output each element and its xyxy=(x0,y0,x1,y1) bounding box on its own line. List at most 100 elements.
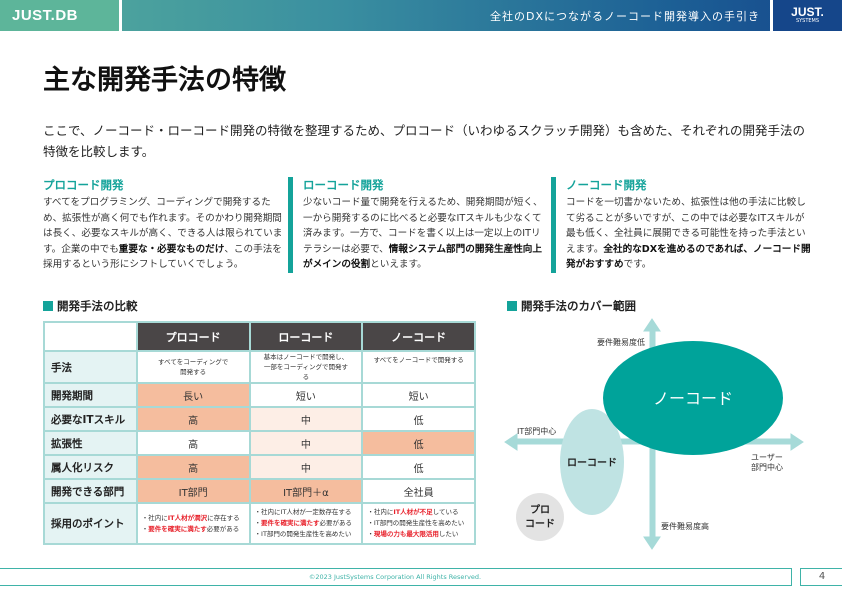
intro-text: ここで、ノーコード・ローコード開発の特徴を整理するため、プロコード（いわゆるスク… xyxy=(43,123,806,159)
point: ・要件を確実に満たす必要がある xyxy=(255,518,362,529)
text: ・社内に xyxy=(141,513,168,522)
column-title: ノーコード開発 xyxy=(566,178,647,192)
coverage-heading: 開発手法のカバー範囲 xyxy=(507,298,636,314)
cell: すべてをコーディングで開発する xyxy=(135,350,251,384)
column-title: ローコード開発 xyxy=(303,178,384,192)
procode-circle xyxy=(516,493,564,541)
header-procode: プロコード xyxy=(135,321,251,352)
text: ・ xyxy=(141,524,149,533)
cell: ・社内にIT人材が不足している ・IT部門の開発生産性を高めたい ・現場の力も最… xyxy=(361,502,476,545)
text: です。 xyxy=(623,259,652,270)
cell: 短い xyxy=(361,382,476,408)
header-bar: JUST.DB 全社のDXにつながるノーコード開発導入の手引き JUST.SYS… xyxy=(0,0,842,31)
cell: ・社内にIT人材が一定数存在する ・要件を確実に満たす必要がある ・IT部門の開… xyxy=(248,502,364,545)
cell: 低 xyxy=(361,406,476,432)
nocode-column: ノーコード開発 コードを一切書かないため、拡張性は他の手法に比較して劣ることが多… xyxy=(551,177,811,273)
column-body: 少ないコード量で開発を行えるため、開発期間が短く、一から開発するのに比べると必要… xyxy=(303,195,548,273)
text: している xyxy=(432,508,459,516)
column-body: コードを一切書かないため、拡張性は他の手法に比較して劣ることが多いですが、この中… xyxy=(566,195,811,273)
column-body: すべてをプログラミング、コーディングで開発するため、拡張性が高く何でも作れます。… xyxy=(43,195,288,273)
table-row: 採用のポイント ・社内にIT人材が潤沢に存在する ・要件を確実に満たす必要がある… xyxy=(43,502,476,545)
table-row: 開発期間長い短い短い xyxy=(43,382,476,408)
bold-text: 情報システム部門の開発生産性向上がメインの役割 xyxy=(303,243,542,271)
comparison-heading: 開発手法の比較 xyxy=(43,298,138,314)
axis-label-right: ユーザー xyxy=(751,453,783,462)
text: 少ないコード量で開発を行えるため、開発期間が短く、一から開発するのに比べると必要… xyxy=(303,197,543,255)
cell: 中 xyxy=(248,406,364,432)
bold-text: 全社的なDXを進めるのであれば、ノーコード開発がおすすめ xyxy=(566,243,811,271)
page-number: 4 xyxy=(800,568,842,586)
axis-label-left: IT部門中心 xyxy=(517,426,556,436)
text: に存在する xyxy=(207,513,240,522)
point: ・社内にIT人材が一定数存在する xyxy=(254,508,352,516)
row-label: 開発期間 xyxy=(43,382,138,408)
highlight: IT人材が不足 xyxy=(393,508,433,516)
heading-text: 開発手法のカバー範囲 xyxy=(521,299,636,313)
point: ・社内にIT人材が不足している xyxy=(367,507,474,518)
point: ・現場の力も最大限活用したい xyxy=(367,529,474,540)
row-label: 必要なITスキル xyxy=(43,406,138,432)
highlight: IT人材が潤沢 xyxy=(167,513,208,522)
text: すべてをプログラミング、コーディングで開発するため、拡張性が高く何でも作れます。… xyxy=(43,197,283,255)
arrow-right-icon xyxy=(790,433,804,451)
point: ・IT部門の開発生産性を高めたい xyxy=(367,519,465,527)
arrow-down-icon xyxy=(643,536,661,550)
text: ・社内に xyxy=(367,508,394,516)
text: 必要がある xyxy=(319,519,353,527)
row-label: 拡張性 xyxy=(43,430,138,456)
header-lowcode: ローコード xyxy=(248,321,364,352)
arrow-up-icon xyxy=(643,318,661,332)
cell: 高 xyxy=(135,454,251,480)
text: ・ xyxy=(367,530,374,538)
row-label: 手法 xyxy=(43,350,138,384)
text: 、この手法を採用するという形にシフトしていくでしょう。 xyxy=(43,243,282,271)
text: コードを一切書かないため、拡張性は他の手法に比較して劣ることが多いですが、この中… xyxy=(566,197,806,255)
lowcode-label: ローコード xyxy=(567,457,617,469)
highlight: 現場の力も最大限活用 xyxy=(373,530,439,538)
square-icon xyxy=(43,301,53,311)
lowcode-ellipse xyxy=(560,409,624,515)
cell: 低 xyxy=(361,454,476,480)
point: ・IT部門の開発生産性を高めたい xyxy=(254,530,352,538)
cell: 短い xyxy=(248,382,364,408)
square-icon xyxy=(507,301,517,311)
row-label: 開発できる部門 xyxy=(43,478,138,504)
table-row: 属人化リスク高中低 xyxy=(43,454,476,480)
procode-label: コード xyxy=(525,518,555,530)
nocode-label: ノーコード xyxy=(653,389,733,408)
coverage-diagram: 要件難易度低 要件難易度高 IT部門中心 ユーザー 部門中心 ノーコード ローコ… xyxy=(504,318,804,550)
table-row: 拡張性高中低 xyxy=(43,430,476,456)
text: 必要がある xyxy=(206,524,240,533)
cell: 中 xyxy=(248,430,364,456)
brand-text: JUST. xyxy=(791,5,824,19)
cell: IT部門＋α xyxy=(248,478,364,504)
axis-label-bottom: 要件難易度高 xyxy=(661,521,709,531)
justdb-logo: JUST.DB xyxy=(0,0,122,31)
nocode-ellipse xyxy=(603,341,783,455)
row-label: 属人化リスク xyxy=(43,454,138,480)
procode-label: プロ xyxy=(530,503,550,516)
header-nocode: ノーコード xyxy=(361,321,476,352)
blank-header xyxy=(43,321,138,352)
footer-copyright: ©2023 JustSystems Corporation All Rights… xyxy=(0,568,792,586)
cell: すべてをノーコードで開発する xyxy=(361,350,476,384)
point: ・社内にIT人材が潤沢に存在する xyxy=(142,513,249,524)
arrow-left-icon xyxy=(504,433,518,451)
column-title: プロコード開発 xyxy=(43,178,124,192)
page-title: 主な開発手法の特徴 xyxy=(43,65,286,96)
cell: ・社内にIT人材が潤沢に存在する ・要件を確実に満たす必要がある xyxy=(135,502,251,545)
cell: 高 xyxy=(135,406,251,432)
cell: IT部門 xyxy=(135,478,251,504)
bold-text: 重要な・必要なものだけ xyxy=(118,243,225,255)
text: したい xyxy=(438,530,459,538)
cell: 低 xyxy=(361,430,476,456)
cell: 基本はノーコードで開発し、一部をコーディングで開発する xyxy=(248,350,364,384)
brand-sub: SYSTEMS xyxy=(795,18,820,24)
comparison-table: プロコードローコードノーコード 手法すべてをコーディングで開発する基本はノーコー… xyxy=(43,321,476,545)
highlight: 要件を確実に満たす xyxy=(148,524,207,533)
row-label: 採用のポイント xyxy=(43,502,138,545)
axis-label-top: 要件難易度低 xyxy=(597,337,645,347)
highlight: 要件を確実に満たす xyxy=(261,519,320,527)
header-title: 全社のDXにつながるノーコード開発導入の手引き xyxy=(489,10,760,23)
